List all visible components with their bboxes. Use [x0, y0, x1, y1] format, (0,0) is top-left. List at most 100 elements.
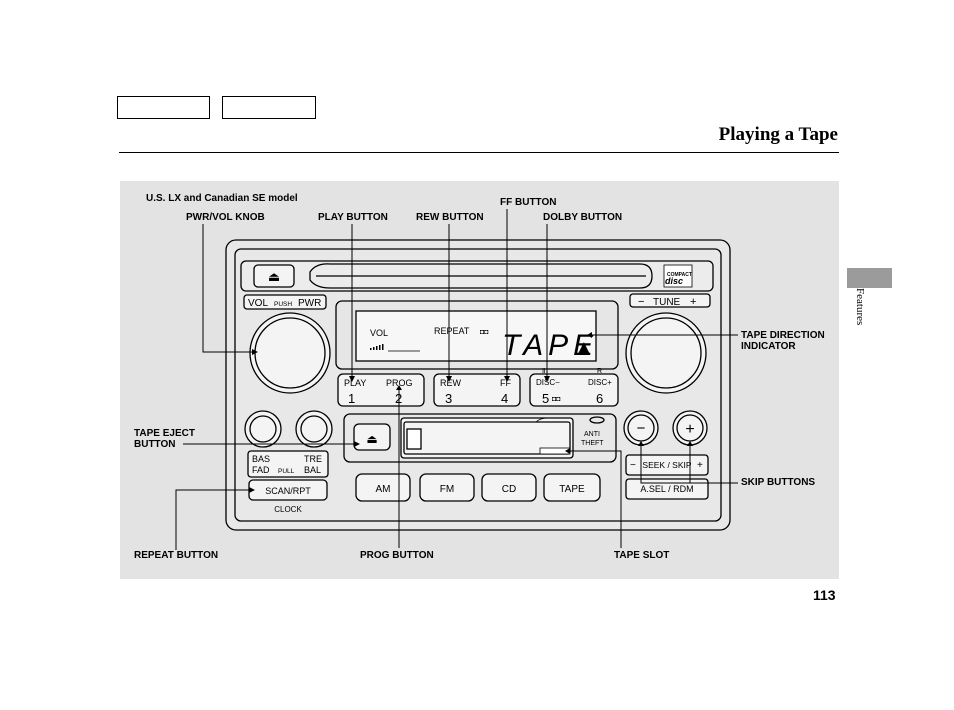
volume-level-bars: [370, 344, 384, 350]
tape-direction-indicator: ▲: [573, 335, 595, 360]
preset-play-label: PLAY: [344, 378, 366, 388]
disc-logo-text: disc: [665, 276, 683, 286]
preset-rew-label: REW: [440, 378, 462, 388]
tre-knob-inner: [300, 415, 328, 443]
pwr-vol-knob[interactable]: [249, 312, 331, 394]
tape-slot-leader: [570, 450, 622, 548]
tape-slot-label: TAPE SLOT: [614, 550, 670, 561]
tape-slot-inner: [403, 421, 571, 455]
tape-window: [406, 428, 422, 450]
display-repeat: REPEAT: [434, 326, 470, 336]
seek-skip-label: SEEK / SKIP: [642, 460, 691, 470]
am-button[interactable]: [355, 473, 411, 502]
bas-knob-inner: [249, 415, 277, 443]
seek-down-icon: −: [637, 420, 646, 437]
tape-eject-label-line2: BUTTON: [134, 439, 176, 450]
disc-mark-left: Ⅱ: [542, 368, 545, 375]
cd-eject-button[interactable]: [253, 264, 295, 288]
disc-mark-right: R: [597, 368, 602, 375]
cd-eject-icon: ⏏: [268, 269, 280, 284]
tape-eject-icon: ⏏: [366, 432, 377, 446]
header-rule: [119, 152, 839, 153]
tune-minus-label: −: [638, 296, 644, 308]
compact-disc-logo: [663, 264, 693, 288]
tape-slot-notch: [535, 417, 549, 423]
cd-slot: [309, 263, 653, 289]
tre-label: TRE: [304, 454, 322, 464]
radio-inner-bezel: [234, 248, 722, 522]
pwr-vol-leader: [202, 224, 252, 353]
leader-lines: [175, 209, 738, 550]
anti-theft-label-2: THEFT: [581, 440, 604, 447]
header-tab-2: [222, 96, 316, 119]
pull-label: PULL: [278, 468, 295, 475]
preset-button-play-prog[interactable]: [337, 373, 425, 407]
seek-up-icon: +: [685, 421, 694, 438]
display-screen: [355, 310, 597, 362]
skip-leader-left: [640, 446, 738, 484]
asel-rdm-button[interactable]: [625, 478, 709, 500]
prog-button-label: PROG BUTTON: [360, 550, 434, 561]
model-caption: U.S. LX and Canadian SE model: [146, 193, 298, 204]
display-dolby: ◘◘: [480, 329, 488, 336]
preset-disc-minus-label: DISC−: [536, 378, 560, 387]
preset-button-rew-ff[interactable]: [433, 373, 521, 407]
tune-label: TUNE: [653, 297, 681, 308]
preset-4-label: 4: [501, 391, 508, 406]
play-button-label: PLAY BUTTON: [318, 212, 388, 223]
tune-knob[interactable]: [625, 312, 707, 394]
push-label: PUSH: [274, 301, 292, 308]
preset-disc-plus-label: DISC+: [588, 378, 612, 387]
cd-label: CD: [502, 484, 516, 495]
repeat-leader: [175, 489, 249, 550]
bas-tre-label-box: [247, 450, 329, 478]
preset-5-label: 5: [542, 391, 549, 406]
leader-arrowheads: [249, 332, 693, 493]
fm-label: FM: [440, 484, 454, 495]
vol-label: VOL: [248, 298, 268, 309]
bal-label: BAL: [304, 465, 321, 475]
compact-label: COMPACT: [667, 272, 692, 278]
preset-6-label: 6: [596, 391, 603, 406]
section-label: Features: [854, 288, 866, 326]
dolby-button-label: DOLBY BUTTON: [543, 212, 623, 223]
fad-label: FAD: [252, 465, 270, 475]
preset-button-disc[interactable]: [529, 373, 619, 407]
anti-theft-led: [589, 416, 605, 424]
tape-eject-label-line1: TAPE EJECT: [134, 428, 195, 439]
display-mode: TAPE: [502, 329, 598, 362]
tape-direction-label-line1: TAPE DIRECTION: [741, 330, 825, 341]
ff-button-label: FF BUTTON: [500, 197, 557, 208]
asel-rdm-label: A.SEL / RDM: [640, 484, 693, 494]
seek-skip-button[interactable]: [625, 454, 709, 476]
fm-button[interactable]: [419, 473, 475, 502]
tune-plus-label: +: [690, 296, 696, 308]
repeat-button-label: REPEAT BUTTON: [134, 550, 219, 561]
preset-5-dolby: ◘◘: [552, 396, 560, 403]
cd-button[interactable]: [481, 473, 537, 502]
preset-prog-label: PROG: [386, 378, 413, 388]
clock-label: CLOCK: [274, 505, 302, 514]
preset-ff-label: FF: [500, 378, 511, 388]
tape-direction-label-line2: INDICATOR: [741, 341, 796, 352]
bas-label: BAS: [252, 454, 270, 464]
tape-label: TAPE: [559, 484, 585, 495]
tape-eject-button[interactable]: [353, 423, 391, 451]
page-title: Playing a Tape: [718, 124, 838, 145]
seek-plus-label: +: [697, 460, 703, 471]
preset-3-label: 3: [445, 391, 452, 406]
seek-minus-label: −: [630, 460, 636, 471]
tape-slot: [400, 417, 574, 459]
rew-button-label: REW BUTTON: [416, 212, 484, 223]
scan-rpt-label: SCAN/RPT: [265, 486, 311, 496]
preset-1-label: 1: [348, 391, 355, 406]
tape-button[interactable]: [543, 473, 601, 502]
display-vol: VOL: [370, 328, 388, 338]
pwr-label: PWR: [298, 298, 321, 309]
page-number: 113: [813, 587, 836, 603]
skip-buttons-label: SKIP BUTTONS: [741, 477, 816, 488]
vol-pwr-label-box: [243, 294, 327, 310]
tune-knob-inner: [630, 317, 702, 389]
anti-theft-label-1: ANTI: [584, 431, 600, 438]
